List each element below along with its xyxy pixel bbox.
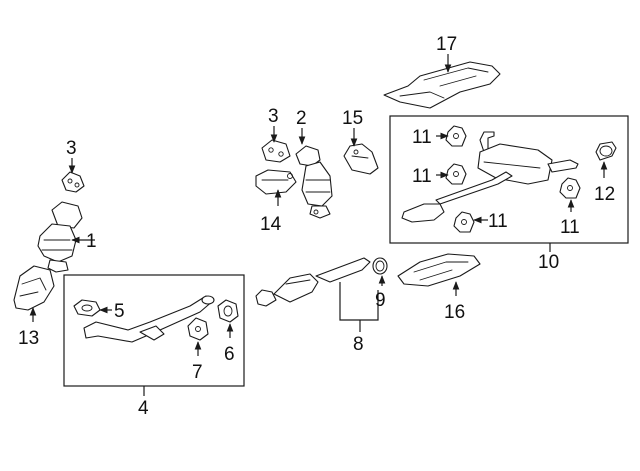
callout-8: 8 (353, 334, 364, 355)
callout-3-center: 3 (268, 106, 279, 127)
insulator-11-d (559, 177, 581, 199)
callout-13: 13 (18, 328, 39, 349)
gasket-5 (73, 299, 101, 317)
insulator-11-b (445, 163, 467, 185)
bracket-8 (339, 282, 379, 321)
heat-shield-15 (343, 143, 379, 175)
insulator-11-a (445, 125, 467, 147)
underbody-heat-shield-17 (383, 61, 501, 109)
insulator-7 (187, 317, 209, 341)
callout-1: 1 (86, 231, 97, 252)
callout-4: 4 (138, 398, 149, 419)
gasket-6 (217, 299, 239, 323)
group-box-10 (389, 115, 629, 244)
intermediate-pipe-8 (255, 257, 371, 307)
front-pipe-4 (83, 295, 215, 343)
callout-2: 2 (296, 108, 307, 129)
exhaust-tip-12 (595, 141, 617, 161)
heat-shield-13 (13, 265, 55, 311)
callout-17: 17 (436, 34, 457, 55)
callout-11-d: 11 (560, 217, 580, 238)
callout-11-c: 11 (488, 211, 508, 232)
callout-16: 16 (444, 302, 465, 323)
catalytic-converter-2 (295, 145, 333, 219)
callout-3-left: 3 (66, 138, 77, 159)
callout-10: 10 (538, 252, 559, 273)
callout-15: 15 (342, 108, 363, 129)
callout-6: 6 (224, 344, 235, 365)
muffler-assembly (401, 131, 579, 223)
callout-14: 14 (260, 214, 282, 235)
callout-12: 12 (594, 184, 615, 205)
callout-7: 7 (192, 362, 203, 383)
gasket-3-left (61, 171, 85, 193)
callout-5: 5 (114, 301, 125, 322)
gasket-3-center (261, 139, 291, 163)
callout-11-b: 11 (412, 166, 432, 187)
callout-11-a: 11 (412, 127, 432, 148)
catalytic-converter-1 (37, 201, 83, 273)
insulator-11-c (453, 211, 475, 233)
heat-shield-14 (255, 169, 297, 195)
clamp-9 (372, 257, 388, 275)
callout-9: 9 (375, 290, 386, 311)
heat-shield-16 (397, 253, 481, 287)
group-box-4 (63, 274, 245, 387)
